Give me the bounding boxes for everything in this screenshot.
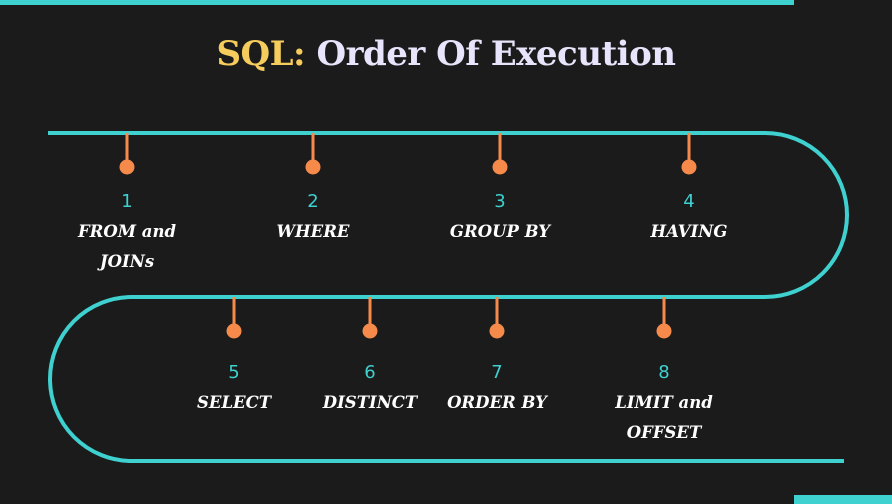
pin-dot-4 — [681, 159, 697, 175]
step-number: 5 — [228, 362, 240, 383]
page-title: SQL: Order Of Execution — [0, 34, 892, 74]
step-label: GROUP BY — [430, 217, 570, 247]
pin-dot-1 — [119, 159, 135, 175]
step-number: 3 — [494, 191, 506, 212]
step-1: 1 FROM and JOINs — [57, 191, 197, 277]
step-label-line: DISTINCT — [322, 393, 418, 412]
step-label-line: HAVING — [650, 222, 728, 241]
step-label-line: LIMIT and — [615, 393, 713, 412]
step-7: 7 ORDER BY — [427, 362, 567, 418]
step-label-line: FROM and — [77, 222, 177, 241]
step-number: 6 — [364, 362, 376, 383]
step-8: 8 LIMIT and OFFSET — [594, 362, 734, 448]
step-label: SELECT — [164, 388, 304, 418]
step-label-line: OFFSET — [626, 423, 702, 442]
step-number: 1 — [121, 191, 133, 212]
step-pins — [119, 133, 697, 339]
step-label-line: ORDER BY — [447, 393, 547, 412]
step-number: 7 — [491, 362, 503, 383]
title-prefix: SQL: — [216, 34, 306, 74]
step-6: 6 DISTINCT — [300, 362, 440, 418]
step-label-line: JOINs — [99, 252, 155, 271]
step-label: WHERE — [243, 217, 383, 247]
track-path — [48, 131, 849, 463]
step-3: 3 GROUP BY — [430, 191, 570, 247]
step-label: HAVING — [619, 217, 759, 247]
pin-dot-3 — [492, 159, 508, 175]
step-number: 8 — [658, 362, 670, 383]
step-label: DISTINCT — [300, 388, 440, 418]
step-2: 2 WHERE — [243, 191, 383, 247]
pin-dot-6 — [362, 323, 378, 339]
step-5: 5 SELECT — [164, 362, 304, 418]
step-label-line: GROUP BY — [449, 222, 551, 241]
step-label: FROM and JOINs — [57, 217, 197, 277]
title-main: Order Of Execution — [316, 34, 676, 74]
step-number: 2 — [307, 191, 319, 212]
step-label-line: SELECT — [196, 393, 272, 412]
top-accent-bar — [0, 0, 794, 5]
step-number: 4 — [683, 191, 695, 212]
step-4: 4 HAVING — [619, 191, 759, 247]
bottom-accent-bar — [794, 495, 892, 504]
step-label-line: WHERE — [276, 222, 350, 241]
step-label: ORDER BY — [427, 388, 567, 418]
pin-dot-2 — [305, 159, 321, 175]
step-label: LIMIT and OFFSET — [594, 388, 734, 448]
pin-dot-7 — [489, 323, 505, 339]
pin-dot-8 — [656, 323, 672, 339]
pin-dot-5 — [226, 323, 242, 339]
